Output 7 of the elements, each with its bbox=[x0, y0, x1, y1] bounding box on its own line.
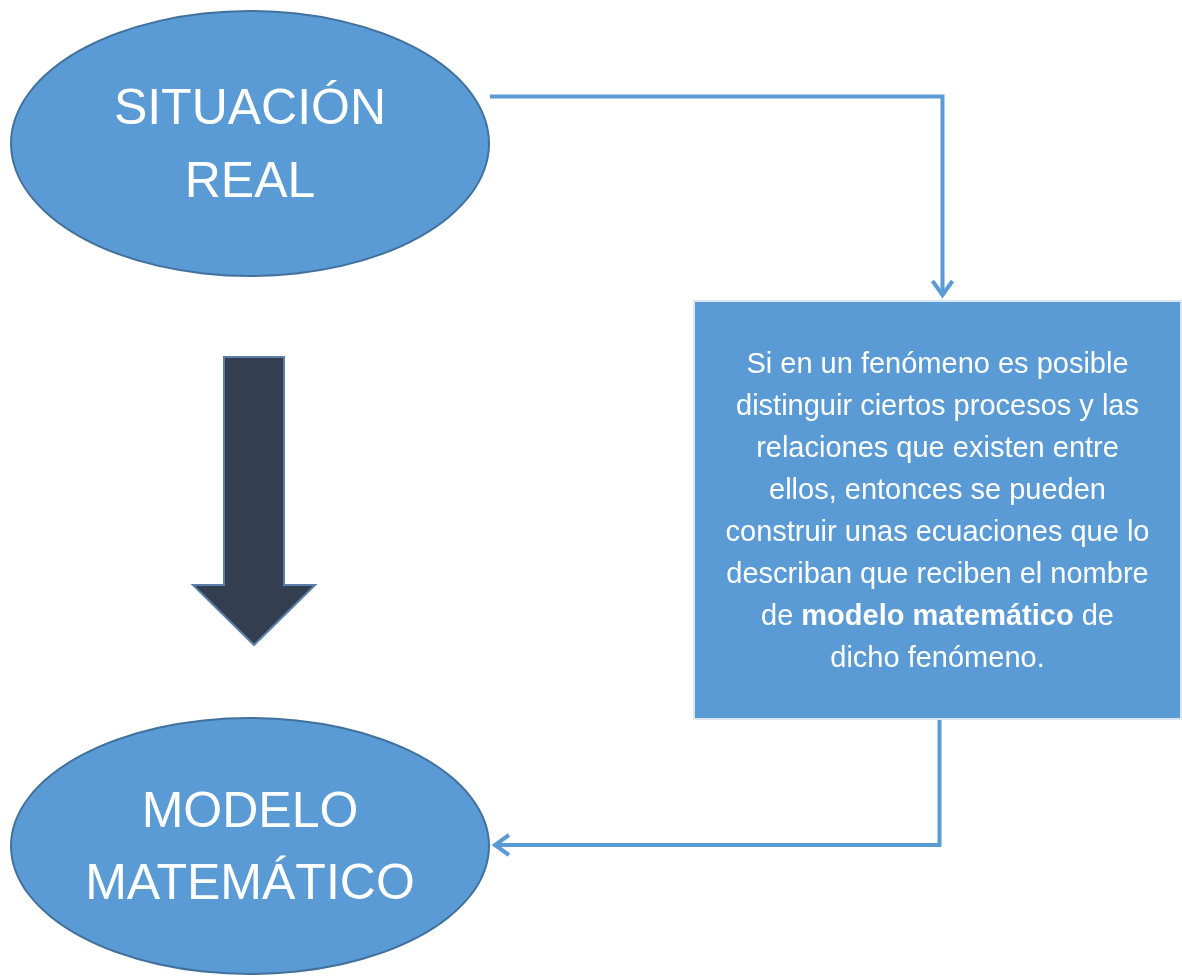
connector-arrow bbox=[490, 94, 955, 297]
block-arrow bbox=[190, 356, 318, 647]
node-title: SITUACIÓN REAL bbox=[112, 78, 388, 210]
connector-arrow bbox=[493, 720, 942, 857]
text-box bbox=[693, 300, 1182, 720]
node-title: MODELO MATEMÁTICO bbox=[84, 780, 416, 912]
description-text: Si en un fenómeno es posible distinguir ciertos procesos y las relaciones que existen entre ellos, entonces se pueden construir unas ecuaciones que lo describan que reciben el nombre de modelo matemático de dicho fenómeno. bbox=[724, 345, 1151, 676]
